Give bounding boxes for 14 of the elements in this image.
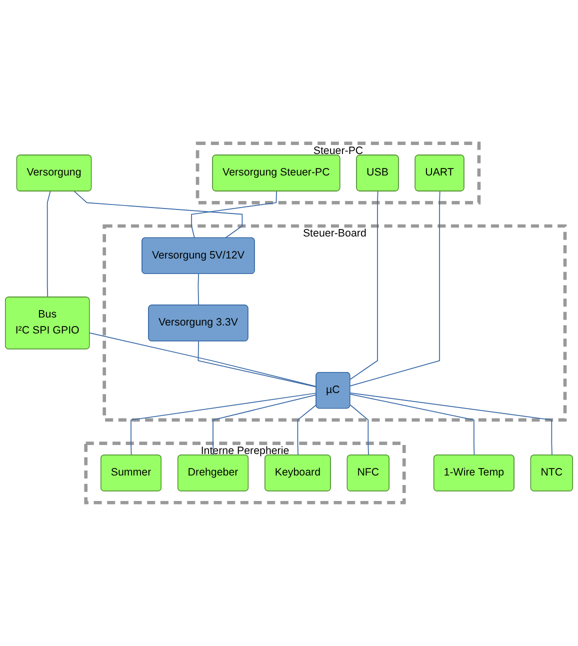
connector (74, 190, 243, 238)
connector (198, 274, 199, 306)
connector (198, 340, 317, 388)
connector (130, 392, 317, 456)
connector (350, 394, 475, 456)
connector (350, 392, 552, 456)
connector (89, 332, 317, 387)
connector (350, 190, 440, 386)
connector (212, 394, 317, 456)
connector (350, 404, 369, 456)
connector (191, 190, 277, 238)
connector (350, 190, 378, 380)
connector (46, 190, 51, 298)
connector (297, 404, 317, 456)
